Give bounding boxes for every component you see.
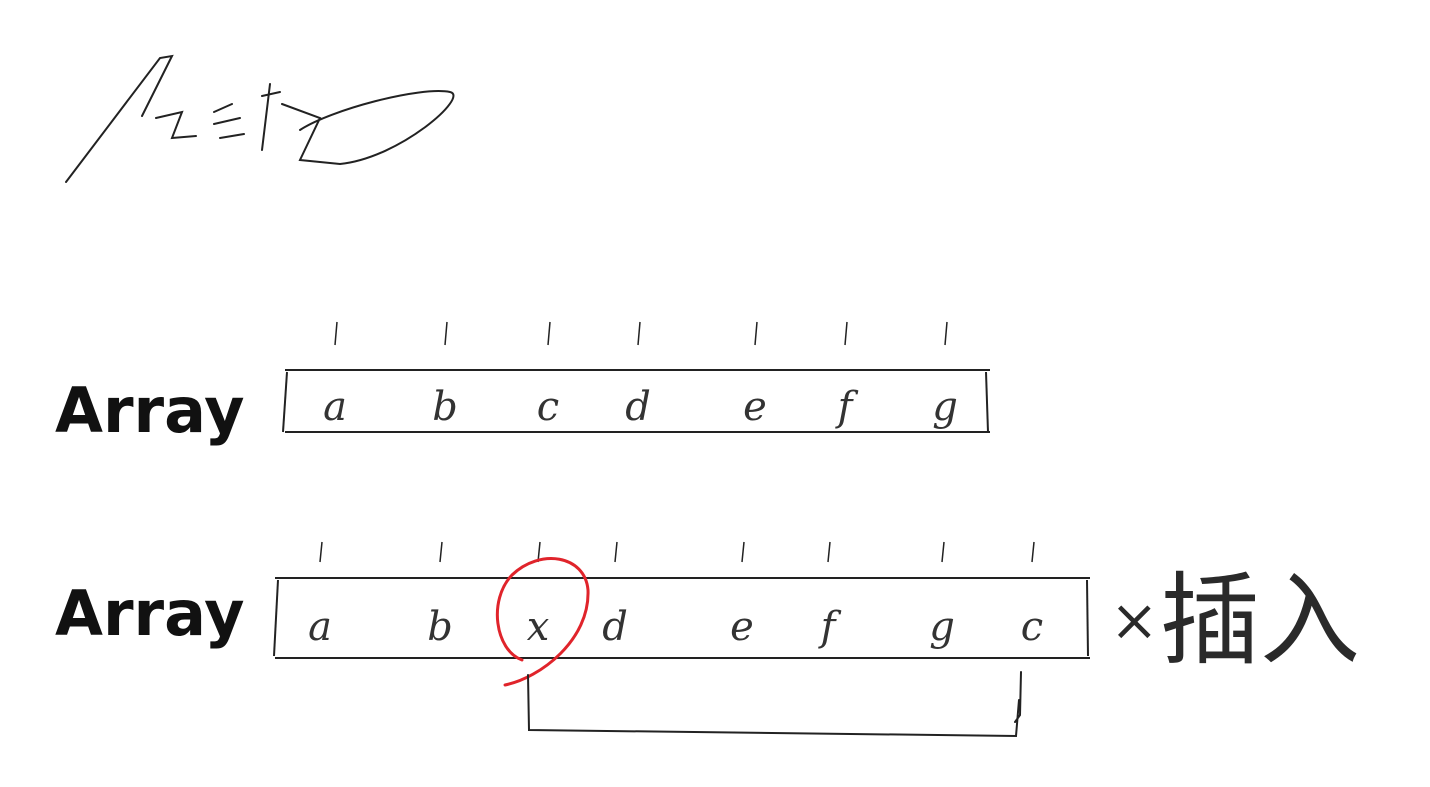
array-2-label: Array [55, 577, 244, 650]
index-tick [444, 321, 448, 346]
index-tick [827, 541, 831, 563]
array-1-cells: a b c d e f g [323, 384, 958, 430]
move-bracket [527, 671, 1022, 738]
array-cell: b [427, 604, 453, 650]
array-2: Array a b x d e f g c [55, 541, 1090, 738]
highlight-circle [495, 557, 590, 687]
array-cell: g [929, 604, 955, 650]
array-cell: f [818, 604, 842, 650]
array-cell: e [743, 384, 767, 430]
index-tick [614, 541, 618, 563]
signature [65, 54, 455, 183]
array-1-ticks [334, 321, 948, 346]
array-cell: b [432, 384, 458, 430]
index-tick [1031, 541, 1035, 563]
array-cell: a [308, 604, 332, 650]
array-cell: a [323, 384, 347, 430]
index-tick [741, 541, 745, 563]
insert-symbol: × [1110, 586, 1159, 654]
array-cell: e [730, 604, 754, 650]
array-2-ticks [319, 541, 1035, 563]
insert-note: × 插入 [1110, 562, 1360, 679]
array-cell: c [1021, 604, 1043, 650]
index-tick [941, 541, 945, 563]
array-cell: f [835, 384, 859, 430]
array-1: Array a b c d e f g [55, 321, 990, 447]
array-cell: g [932, 384, 958, 430]
insert-text: 插入 [1160, 562, 1360, 679]
index-tick [637, 321, 641, 346]
index-tick [844, 321, 848, 346]
array-cell: c [537, 384, 559, 430]
index-tick [439, 541, 443, 563]
array-1-box [282, 369, 990, 433]
index-tick [547, 321, 551, 346]
array-cell: d [602, 604, 628, 650]
array-cell: d [625, 384, 651, 430]
array-1-label: Array [55, 374, 244, 447]
index-tick [754, 321, 758, 346]
array-cell: x [527, 604, 550, 650]
index-tick [319, 541, 323, 563]
index-tick [334, 321, 338, 346]
array-2-box [273, 577, 1090, 659]
index-tick [944, 321, 948, 346]
